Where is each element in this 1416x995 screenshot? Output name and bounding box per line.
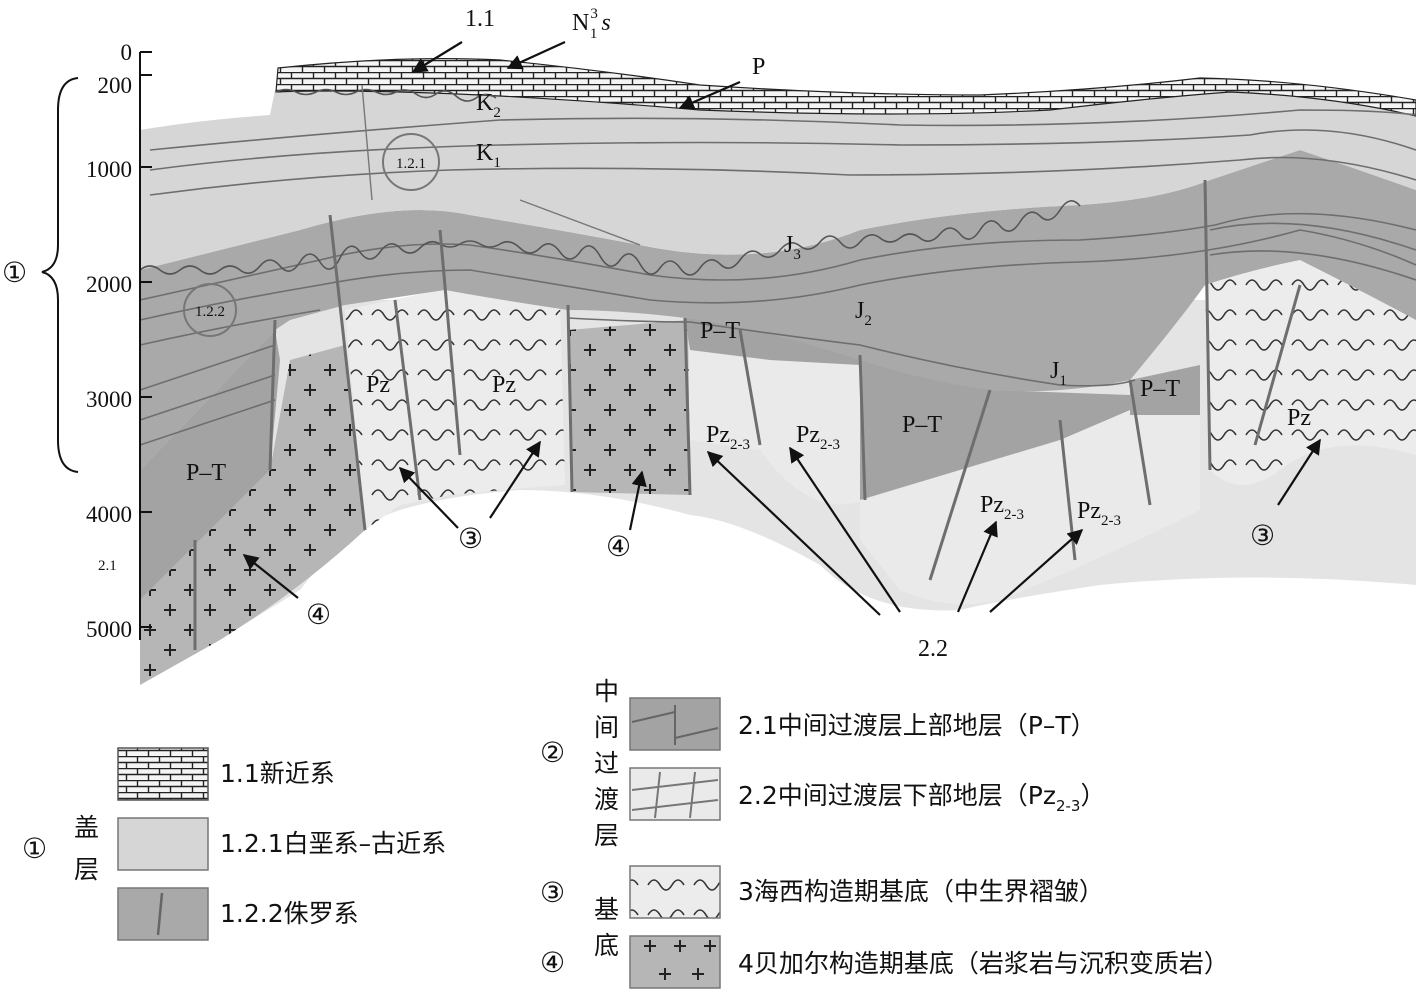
arrow-4-left bbox=[242, 554, 299, 599]
arrow-3-right bbox=[1277, 438, 1321, 506]
pt-zone-mid-top bbox=[685, 318, 860, 365]
legend-swatch-baikal bbox=[629, 935, 721, 989]
tick-2000: 2000 bbox=[86, 272, 132, 297]
legend-group2-title-2: 过 bbox=[594, 749, 619, 778]
arrow-22-a bbox=[706, 450, 881, 616]
cover-brace-label: ① bbox=[2, 256, 27, 289]
arrow-1-1 bbox=[411, 41, 463, 73]
jurassic-layer bbox=[140, 150, 1416, 470]
arrow-22-b bbox=[789, 446, 901, 613]
label-1-1: 1.1 bbox=[465, 6, 495, 32]
arrow-p bbox=[678, 80, 741, 110]
legend-item-1-2-2: 1.2.2侏罗系 bbox=[220, 899, 359, 928]
pt-zone-right bbox=[1130, 365, 1200, 415]
legend-group2-title-3: 渡 bbox=[594, 785, 619, 814]
label-p-top: P bbox=[752, 54, 765, 80]
legend-item-1-2-1: 1.2.1白垩系–古近系 bbox=[220, 829, 446, 858]
arrow-4-mid bbox=[628, 470, 647, 531]
tick-5000: 5000 bbox=[86, 617, 132, 642]
legend-swatch-cretaceous bbox=[117, 817, 209, 871]
label-pz-1: Pz bbox=[366, 372, 390, 398]
legend-group1-marker: ① bbox=[22, 832, 47, 865]
legend-item-2-1: 2.1中间过渡层上部地层（P–T） bbox=[738, 711, 1096, 740]
legend: ① 盖 层 1.1新近系 1.2.1白垩系–古近系 1.2.2侏罗系 ② 中 间… bbox=[22, 677, 1229, 989]
label-pt-right: P–T bbox=[1140, 376, 1180, 402]
arrow-22-d bbox=[989, 528, 1084, 613]
legend-group2-title-4: 层 bbox=[594, 821, 619, 850]
arrows bbox=[242, 40, 1321, 616]
legend-group4-marker: ④ bbox=[540, 946, 565, 979]
arrow-22-c bbox=[956, 520, 998, 613]
legend-group1-title-0: 盖 bbox=[74, 813, 99, 842]
legend-group2-title-0: 中 bbox=[594, 677, 619, 706]
marker-3-right: ③ bbox=[1250, 519, 1275, 552]
faults bbox=[193, 179, 1302, 650]
legend-swatch-pz bbox=[629, 865, 721, 919]
thin-faults bbox=[361, 84, 641, 246]
tick-0: 0 bbox=[121, 40, 133, 65]
label-pz23-b: Pz2-3 bbox=[796, 422, 840, 453]
legend-item-2-2: 2.2中间过渡层下部地层（Pz2-3） bbox=[738, 781, 1105, 815]
arrow-3-left-a bbox=[398, 466, 459, 529]
pt-zone-mid bbox=[860, 360, 1130, 500]
label-pt-mid-top: P–T bbox=[700, 318, 740, 344]
cover-brace bbox=[41, 77, 79, 473]
marker-4-left: ④ bbox=[306, 598, 331, 631]
legend-item-3: 3海西构造期基底（中生界褶皱） bbox=[738, 877, 1104, 906]
arrow-3-left-b bbox=[489, 440, 541, 519]
label-j3: J3 bbox=[784, 232, 801, 263]
legend-swatch-pz23 bbox=[629, 767, 721, 821]
label-1-2-1: 1.2.1 bbox=[396, 156, 426, 172]
circle-1-2-1 bbox=[382, 133, 440, 191]
legend-group3-marker: ③ bbox=[540, 876, 565, 909]
label-pt-left: P–T bbox=[186, 460, 226, 486]
cross-section bbox=[139, 58, 1416, 685]
label-pz23-d: Pz2-3 bbox=[1077, 498, 1121, 529]
cretaceous-cover bbox=[140, 80, 1416, 270]
legend-swatch-neogene bbox=[117, 747, 209, 801]
pz23-zone-mid bbox=[685, 320, 865, 505]
marker-3-left: ③ bbox=[458, 522, 483, 555]
tick-200: 200 bbox=[98, 73, 133, 98]
legend-group1-title-1: 层 bbox=[74, 855, 99, 884]
arrow-n1s bbox=[506, 40, 566, 70]
unconformity-lines bbox=[139, 88, 1081, 276]
label-pz23-a: Pz2-3 bbox=[706, 422, 750, 453]
neogene-cap-left bbox=[275, 58, 1416, 117]
legend-swatch-jurassic bbox=[117, 887, 209, 941]
label-pz-right: Pz bbox=[1287, 405, 1311, 431]
marker-4-mid: ④ bbox=[606, 530, 631, 563]
label-pt-mid: P–T bbox=[902, 412, 942, 438]
legend-group2-marker: ② bbox=[540, 736, 565, 769]
label-pz-2: Pz bbox=[492, 372, 516, 398]
circle-1-2-2 bbox=[183, 283, 237, 337]
pz-block-right bbox=[1205, 250, 1416, 485]
label-j2: J2 bbox=[855, 298, 872, 329]
baikal-block-mid bbox=[568, 320, 690, 495]
depth-axis: 0 200 1000 2000 3000 4000 5000 bbox=[86, 40, 152, 642]
pt-zone-left bbox=[140, 330, 280, 600]
label-pz23-c: Pz2-3 bbox=[980, 492, 1024, 523]
label-k2: K2 bbox=[476, 90, 501, 121]
label-1-2-2: 1.2.2 bbox=[195, 304, 225, 320]
label-2-1: 2.1 bbox=[98, 558, 117, 574]
tick-1000: 1000 bbox=[86, 157, 132, 182]
legend-group2-title-1: 间 bbox=[594, 713, 619, 742]
label-j1: J1 bbox=[1050, 358, 1067, 389]
legend-group34-title-1: 底 bbox=[594, 931, 619, 960]
tick-3000: 3000 bbox=[86, 387, 132, 412]
legend-item-1-1: 1.1新近系 bbox=[220, 759, 335, 788]
label-k1: K1 bbox=[476, 140, 501, 171]
label-2-2: 2.2 bbox=[918, 636, 948, 662]
legend-group34-title-0: 基 bbox=[594, 895, 619, 924]
legend-item-4: 4贝加尔构造期基底（岩浆岩与沉积变质岩） bbox=[738, 949, 1229, 978]
tick-4000: 4000 bbox=[86, 502, 132, 527]
